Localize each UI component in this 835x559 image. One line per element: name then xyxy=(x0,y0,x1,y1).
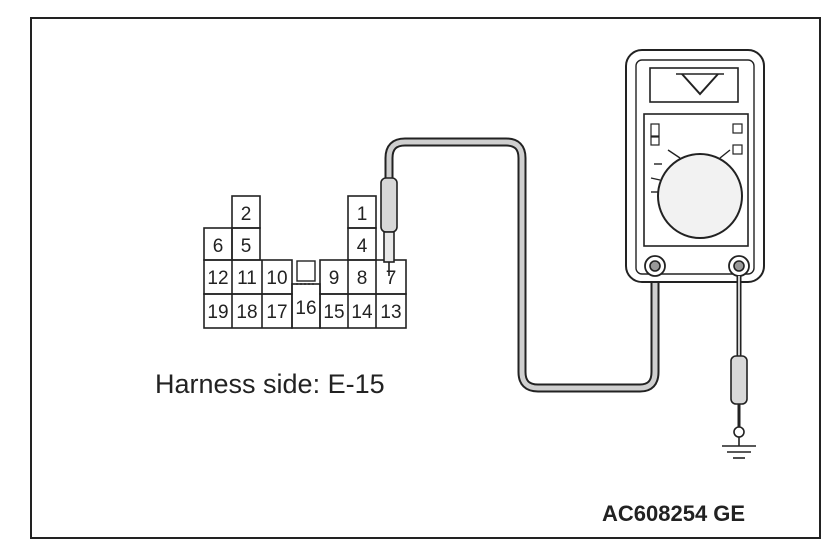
pin-label: 10 xyxy=(266,268,287,289)
pin-label: 11 xyxy=(237,268,257,289)
harness-connector xyxy=(203,195,407,329)
pin-label: 13 xyxy=(380,302,401,323)
pin-label: 17 xyxy=(266,302,287,323)
pin-label: 8 xyxy=(357,268,368,289)
pin-label: 5 xyxy=(241,236,252,257)
pin-labels: 2 1 6 5 4 12 11 10 9 8 7 19 18 17 16 15 … xyxy=(207,204,401,323)
test-lead-wire xyxy=(384,137,660,393)
pin-label: 16 xyxy=(295,298,316,319)
pin-label: 4 xyxy=(357,236,368,257)
pin-label: 15 xyxy=(323,302,344,323)
multimeter-icon xyxy=(625,49,765,283)
pin-label: 12 xyxy=(207,268,228,289)
ground-icon xyxy=(722,437,756,459)
figure-border xyxy=(30,17,821,539)
pin-label: 2 xyxy=(241,204,252,225)
pin-label: 14 xyxy=(351,302,373,323)
harness-caption: Harness side: E-15 xyxy=(155,369,385,399)
pin-label: 18 xyxy=(236,302,257,323)
pin-label: 19 xyxy=(207,302,228,323)
pin-label: 7 xyxy=(386,268,397,289)
ground-lead-wire xyxy=(730,276,748,438)
pin-label: 9 xyxy=(329,268,340,289)
pin-label: 6 xyxy=(213,236,224,257)
figure-code: AC608254 GE xyxy=(602,501,745,526)
probe-icon xyxy=(380,177,398,276)
pin-label: 1 xyxy=(357,204,368,225)
